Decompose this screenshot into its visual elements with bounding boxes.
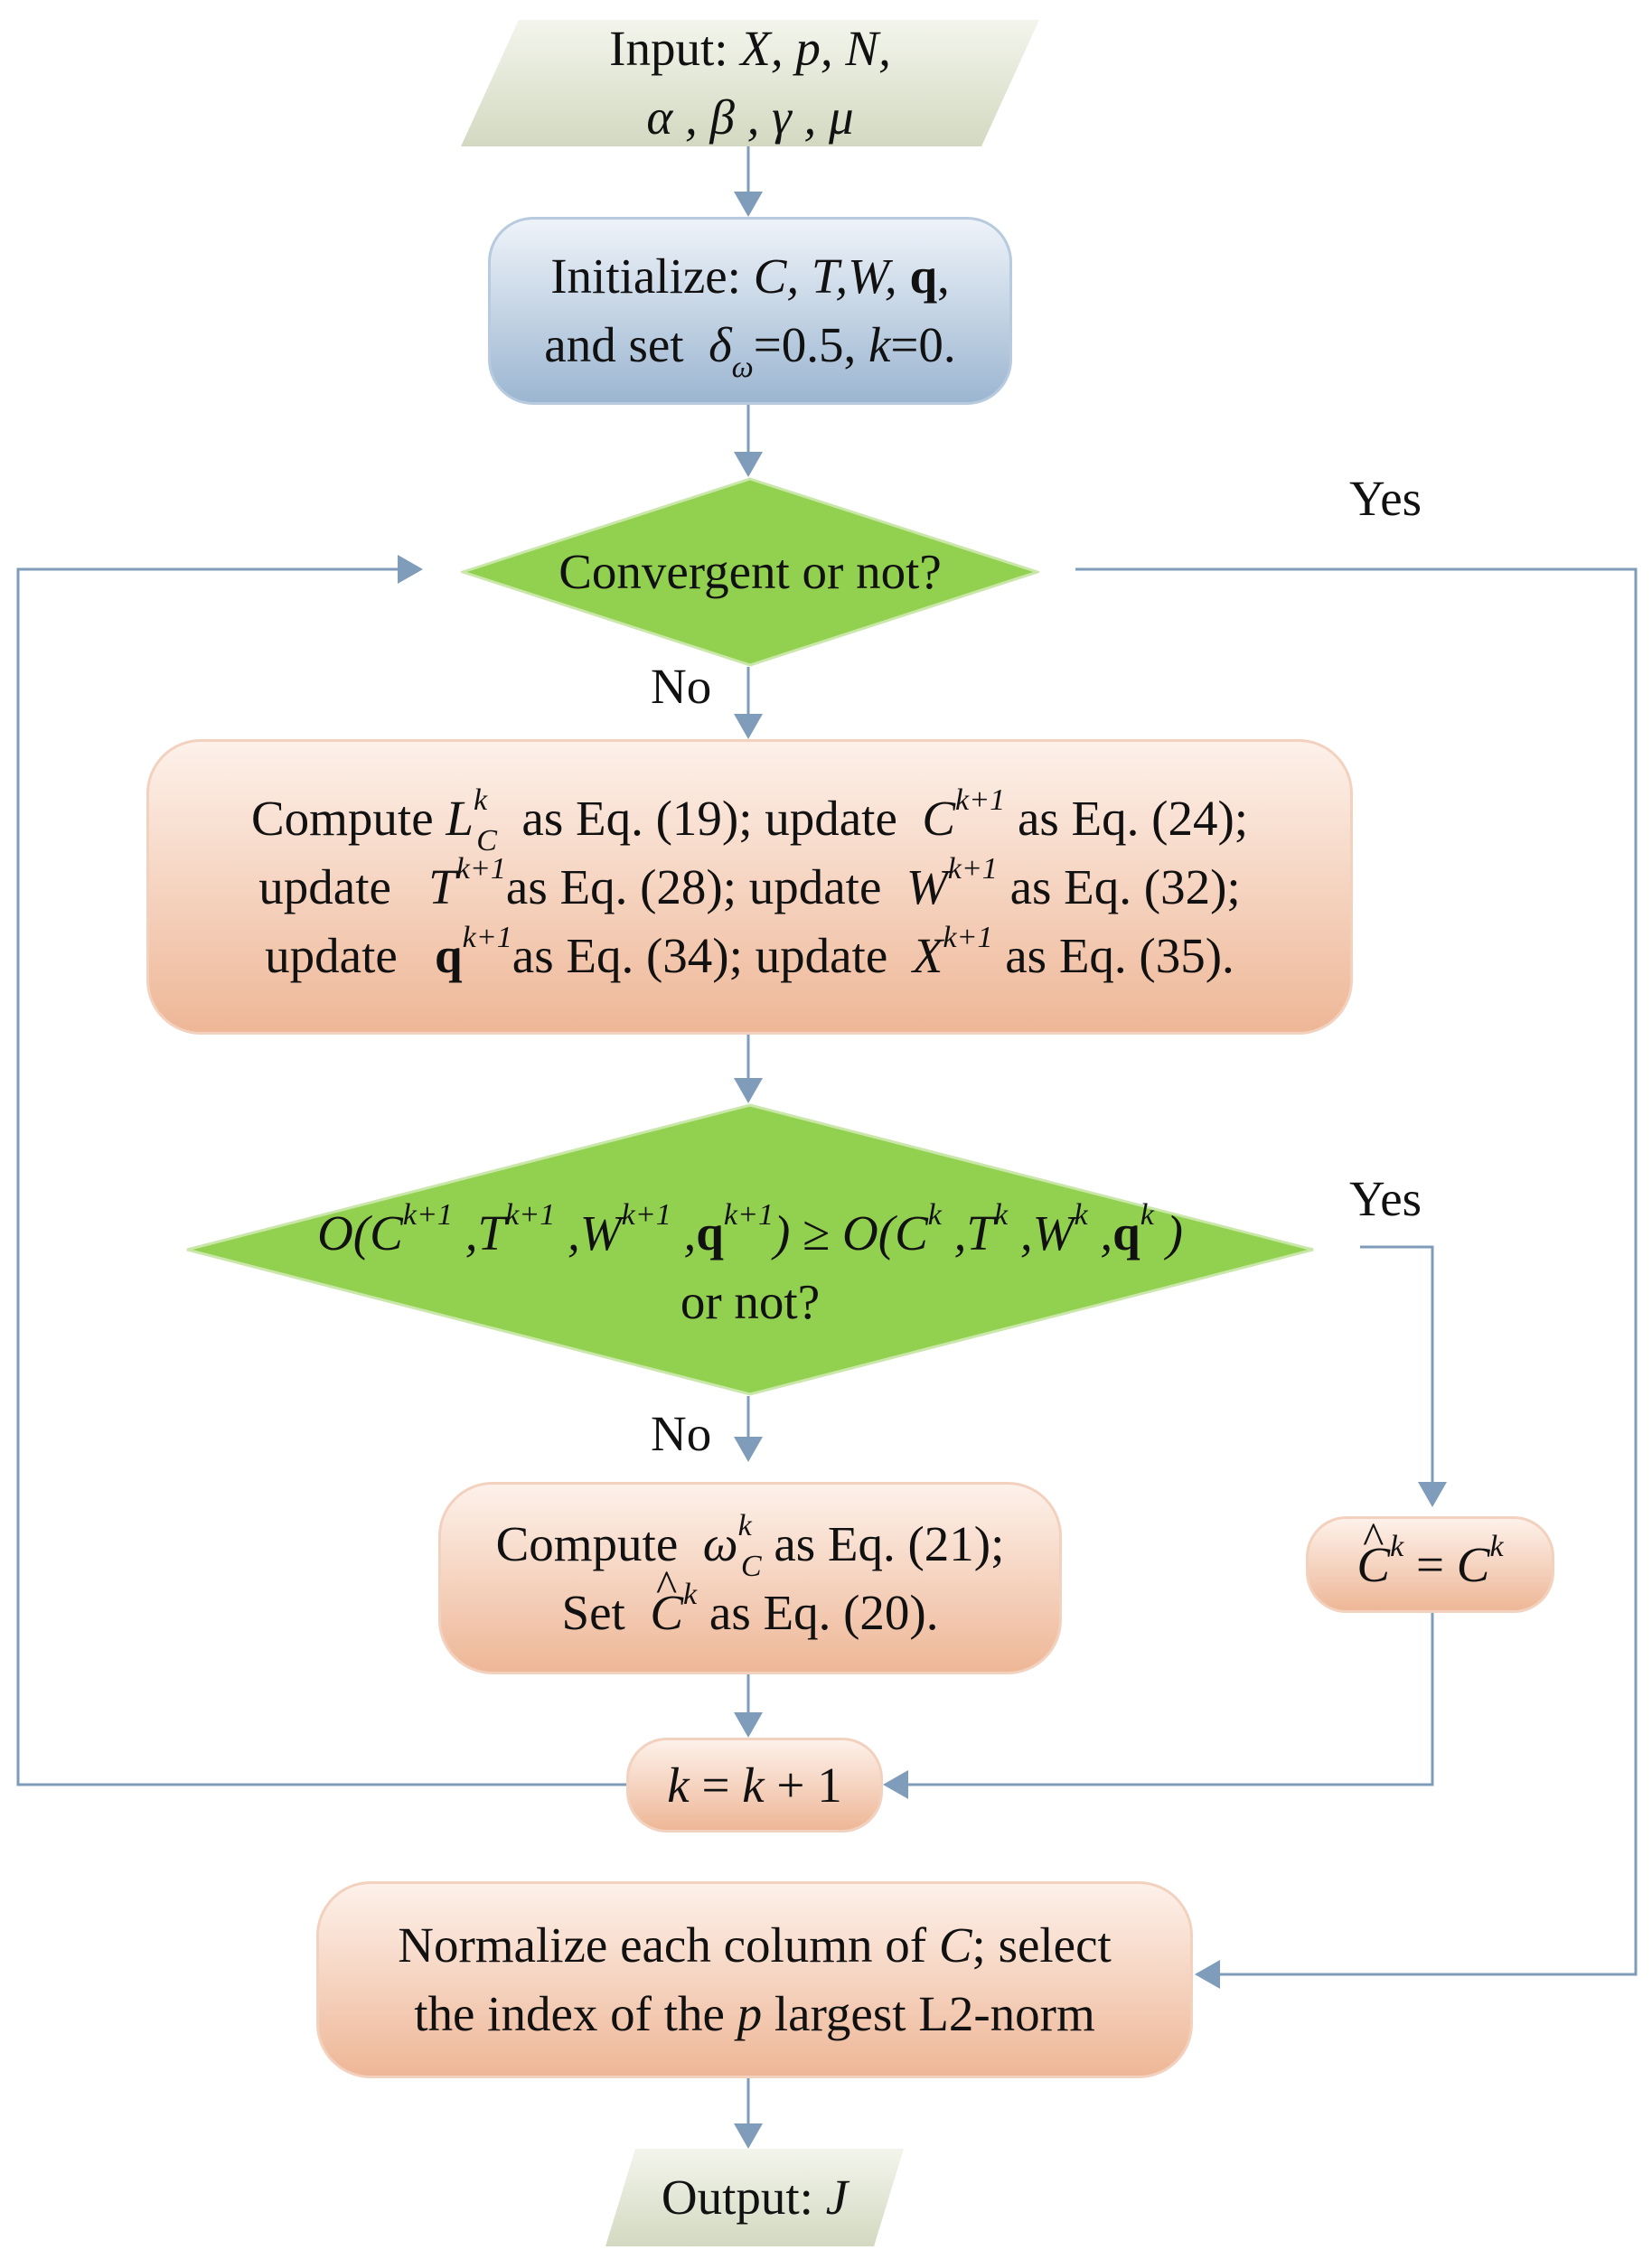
c2-set: Set [561,1584,625,1640]
chat-eq: = [1415,1536,1445,1592]
normalize-node: Normalize each column of C; select the i… [316,1881,1193,2078]
label-no-objective: No [651,1406,712,1461]
c1-l2c: as Eq. (32); [1009,858,1241,914]
init-vars: C, T,W, [753,248,897,304]
init-delta: δ [709,317,732,372]
chat-to-increment-line [908,1613,1434,1786]
input-vars: X, p, N, [740,21,891,76]
convergent-diamond-shape [461,477,1039,667]
input-greek: α , β , γ , μ [646,89,854,145]
c1-C: C [922,790,956,846]
init-q: q [909,248,938,304]
inc-k: k [667,1757,690,1813]
label-yes-objective: Yes [1349,1171,1422,1226]
c2-omega: ω [702,1515,738,1571]
objective-diamond-shape [186,1103,1314,1396]
inc-eq: = [701,1757,730,1813]
c1-l3a: update [265,927,398,983]
output-J: J [825,2170,849,2225]
norm-l1a: Normalize each column of [398,1917,927,1973]
c1-W-sup: k+1 [947,851,998,886]
loop-back-line [16,567,626,1786]
arrowhead [883,1770,908,1799]
arrowhead [1195,1960,1220,1989]
yes-converge-line [1075,567,1638,1976]
init-delta-sub: ω [731,351,754,385]
norm-C: C [938,1917,972,1973]
arrowhead [734,192,763,217]
init-line2-a: and set [544,317,684,372]
c1-l3b: as Eq. (34); update [512,927,888,983]
chat-lhs: C [1356,1531,1390,1599]
chat-assign-node: Ck = Ck [1306,1516,1554,1613]
norm-p: p [737,1986,763,2041]
c2-omega-sub: C [740,1549,762,1583]
label-no-converge: No [651,659,712,714]
c1-X: X [912,927,943,983]
c1-X-sup: k+1 [943,920,993,954]
c1-L: L [446,790,474,846]
chat-rhs: C [1456,1536,1490,1592]
norm-l2a: the index of the [414,1986,725,2041]
input-node: Input: X, p, N, α , β , γ , μ [461,20,1039,146]
c2-omega-sup: k [737,1508,752,1542]
increment-node: k = k + 1 [626,1738,883,1833]
init-tail: , [937,248,950,304]
arrowhead [734,1078,763,1103]
arrowhead [734,1712,763,1738]
c1-T: T [428,858,456,914]
c1-q: q [435,927,463,983]
arrowhead [734,1437,763,1462]
c1-compute: Compute [250,790,434,846]
output-node: Output: J [605,2149,904,2246]
c1-T-sup: k+1 [455,851,506,886]
norm-l2b: largest L2-norm [774,1986,1095,2041]
c2-compute: Compute [495,1515,679,1571]
c1-l1c: as Eq. (24); [1017,790,1249,846]
norm-l1b: ; select [971,1917,1112,1973]
arrowhead [734,2123,763,2149]
arrowhead [734,714,763,739]
initialize-node: Initialize: C, T,W, q, and set δω=0.5, k… [488,217,1012,405]
c2-l1b: as Eq. (21); [774,1515,1005,1571]
label-yes-converge: Yes [1349,471,1422,526]
arrowhead [398,555,423,584]
update-step-node: Compute LkC as Eq. (19); update Ck+1 as … [146,739,1353,1035]
c2-chat-sup: k [683,1577,698,1611]
c1-l2a: update [258,858,391,914]
c1-l1b: as Eq. (19); update [521,790,897,846]
yes-objective-line [1360,1245,1434,1482]
c1-C-sup: k+1 [955,783,1006,817]
c1-L-sub: C [476,823,497,858]
objective-formula: O(Ck+1 ,Tk+1 ,Wk+1 ,qk+1) ≥ O(Ck ,Tk ,Wk… [317,1198,1183,1261]
objective-decision: O(Ck+1 ,Tk+1 ,Wk+1 ,qk+1) ≥ O(Ck ,Tk ,Wk… [185,1103,1315,1396]
c1-l2b: as Eq. (28); update [505,858,882,914]
inc-plus: + 1 [776,1757,842,1813]
c1-L-sup: k [473,783,488,817]
init-prefix: Initialize: [550,248,741,304]
init-k: k [868,317,891,372]
arrowhead [1418,1482,1447,1507]
c1-l3c: as Eq. (35). [1005,927,1234,983]
convergent-text: Convergent or not? [558,544,942,599]
c1-q-sup: k+1 [462,920,512,954]
objective-line2: or not? [680,1274,821,1329]
convergent-decision: Convergent or not? [461,477,1039,667]
c2-l2b: as Eq. (20). [709,1584,939,1640]
c2-chat: C [650,1579,683,1647]
weight-step-node: Compute ωkC as Eq. (21); Set Ck as Eq. (… [438,1482,1062,1674]
inc-k2: k [742,1757,765,1813]
init-line2-c: =0. [890,317,956,372]
output-prefix: Output: [661,2170,813,2225]
init-line2-b: =0.5, [753,317,857,372]
input-prefix: Input: [609,21,728,76]
arrowhead [734,452,763,477]
c1-W: W [906,858,948,914]
